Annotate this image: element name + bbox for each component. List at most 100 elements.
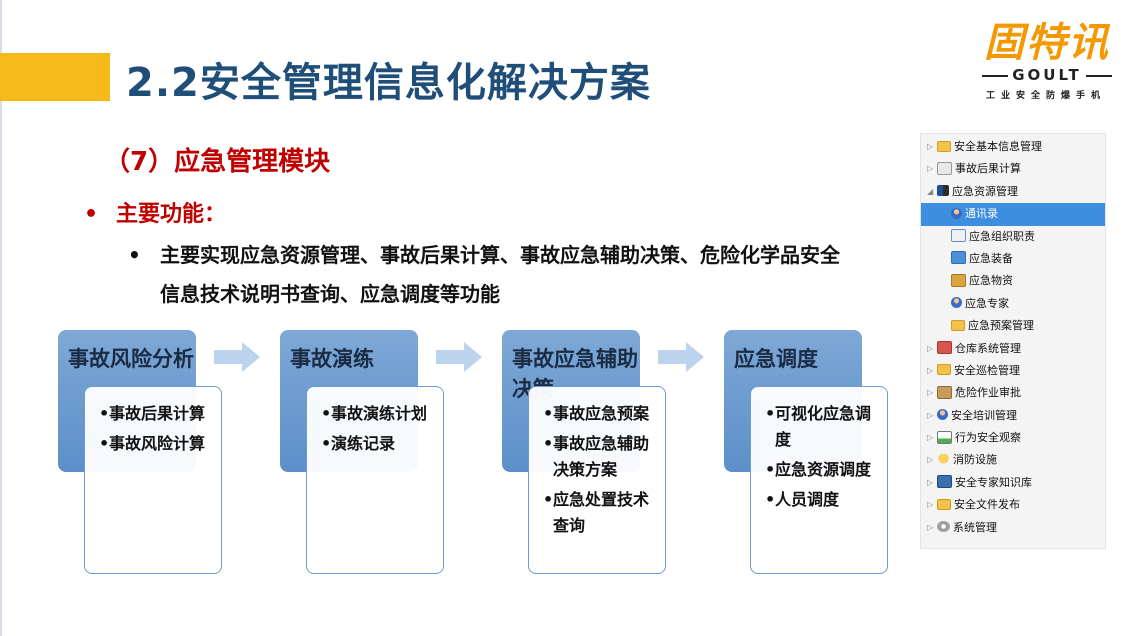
- bulb-icon: [937, 453, 950, 465]
- tree-item-label: 应急专家: [965, 296, 1009, 310]
- clipboard-icon: [937, 385, 952, 399]
- tree-item-label: 安全培训管理: [951, 408, 1017, 422]
- stage-item: 可视化应急调度: [765, 401, 879, 453]
- kit-icon: [951, 251, 966, 265]
- chart-icon: [937, 430, 952, 444]
- person-icon: [951, 207, 962, 219]
- tree-item-supplies[interactable]: 应急物资: [921, 270, 1105, 292]
- expand-arrow-icon[interactable]: ▷: [927, 365, 934, 375]
- tree-item-label: 应急预案管理: [968, 319, 1034, 333]
- tree-item-contacts[interactable]: 通讯录: [921, 203, 1105, 226]
- tree-item-label: 安全专家知识库: [955, 475, 1032, 489]
- title-accent-bar: [0, 53, 110, 101]
- page-title: 2.2安全管理信息化解决方案: [126, 60, 651, 106]
- tree-item-emergency-resources[interactable]: ◢ 应急资源管理: [921, 181, 1105, 203]
- person-icon: [937, 409, 948, 421]
- function-description: • 主要实现应急资源管理、事故后果计算、事故应急辅助决策、危险化学品安全信息技术…: [128, 236, 848, 314]
- tree-item-label: 消防设施: [953, 453, 997, 467]
- logo-tagline: 工业安全防爆手机: [986, 91, 1107, 101]
- flow-arrow-icon: [436, 342, 482, 372]
- stage-item: 应急资源调度: [765, 457, 879, 483]
- stage-card: 可视化应急调度 应急资源调度 人员调度: [750, 386, 888, 574]
- stage-item: 应急处置技术查询: [543, 487, 657, 539]
- tree-item-label: 应急物资: [969, 274, 1013, 288]
- stage-item: 事故风险计算: [99, 431, 213, 457]
- grid-icon: [937, 185, 949, 197]
- bullet-marker: •: [128, 243, 141, 267]
- folder-icon: [951, 319, 965, 331]
- tree-item-training[interactable]: ▷ 安全培训管理: [921, 405, 1105, 427]
- stage-item: 演练记录: [321, 431, 435, 457]
- tree-item-plans[interactable]: 应急预案管理: [921, 315, 1105, 337]
- tree-item-hazard-approval[interactable]: ▷ 危险作业审批: [921, 382, 1105, 404]
- expand-arrow-icon[interactable]: ▷: [927, 343, 934, 353]
- tree-item-label: 安全文件发布: [954, 498, 1020, 512]
- stage-title: 事故风险分析: [68, 347, 194, 371]
- logo-brand: GOULT: [972, 66, 1122, 84]
- tree-item-org-duties[interactable]: 应急组织职责: [921, 226, 1105, 248]
- nav-tree: ▷ 安全基本信息管理 ▷ 事故后果计算 ◢ 应急资源管理 通讯录 应急组织职责 应急装…: [920, 133, 1106, 549]
- function-description-text: 主要实现应急资源管理、事故后果计算、事故应急辅助决策、危险化学品安全信息技术说明…: [160, 243, 840, 306]
- tree-item-label: 行为安全观察: [955, 431, 1021, 445]
- expand-arrow-icon[interactable]: ▷: [927, 142, 934, 151]
- left-edge-rule: [0, 0, 2, 636]
- tree-item-inspection[interactable]: ▷ 安全巡检管理: [921, 360, 1105, 382]
- tree-item-label: 安全巡检管理: [954, 363, 1020, 377]
- tree-item-knowledge-base[interactable]: ▷ 安全专家知识库: [921, 472, 1105, 494]
- expand-arrow-icon[interactable]: ▷: [927, 433, 934, 443]
- flow-arrow-icon: [214, 342, 260, 372]
- tree-item-label: 应急装备: [969, 251, 1013, 265]
- expand-arrow-icon[interactable]: ▷: [927, 477, 934, 487]
- monitor-icon: [937, 475, 952, 489]
- tree-item-fire-facilities[interactable]: ▷ 消防设施: [921, 449, 1105, 471]
- expand-arrow-icon[interactable]: ▷: [927, 410, 934, 420]
- tree-item-label: 安全基本信息管理: [954, 140, 1042, 153]
- stage-card: 事故应急预案 事故应急辅助决策方案 应急处置技术查询: [528, 386, 666, 574]
- stage-item: 事故后果计算: [99, 401, 213, 427]
- tree-item-label: 应急组织职责: [969, 229, 1035, 243]
- folder-icon: [937, 498, 951, 510]
- main-function-heading: • 主要功能：: [84, 196, 226, 228]
- stage-item: 事故应急预案: [543, 401, 657, 427]
- section-title: （7）应急管理模块: [104, 147, 331, 177]
- stage-item: 事故演练计划: [321, 401, 435, 427]
- tree-item-warehouse[interactable]: ▷ 仓库系统管理: [921, 338, 1105, 360]
- gear-icon: [937, 521, 950, 533]
- expand-arrow-icon[interactable]: ▷: [927, 522, 934, 532]
- tree-item-label: 仓库系统管理: [955, 341, 1021, 355]
- folder-icon: [937, 364, 951, 376]
- tree-item-accident-calc[interactable]: ▷ 事故后果计算: [921, 158, 1105, 180]
- folder-icon: [937, 140, 951, 152]
- tree-item-behavior-observation[interactable]: ▷ 行为安全观察: [921, 427, 1105, 449]
- bullet-marker: •: [84, 202, 99, 227]
- box-icon: [951, 273, 966, 287]
- tree-item-system-admin[interactable]: ▷系统管理: [921, 517, 1105, 539]
- company-logo: 固特讯 GOULT 工业安全防爆手机: [972, 10, 1144, 101]
- stage-item: 事故应急辅助决策方案: [543, 431, 657, 483]
- stage-title: 应急调度: [734, 347, 818, 371]
- stage-card: 事故后果计算 事故风险计算: [84, 386, 222, 574]
- id-card-icon: [951, 229, 966, 243]
- tree-item-file-publish[interactable]: ▷ 安全文件发布: [921, 494, 1105, 516]
- expand-arrow-icon[interactable]: ▷: [927, 164, 934, 174]
- tree-item-label: 事故后果计算: [955, 162, 1021, 176]
- calculator-icon: [937, 161, 952, 175]
- main-function-label: 主要功能：: [116, 202, 227, 227]
- logo-wordmark: 固特讯: [984, 20, 1110, 66]
- tree-item-equipment[interactable]: 应急装备: [921, 248, 1105, 270]
- person-icon: [951, 297, 962, 309]
- expand-arrow-icon[interactable]: ▷: [927, 455, 934, 465]
- tree-item-label: 通讯录: [965, 207, 998, 221]
- flow-arrow-icon: [658, 342, 704, 372]
- expand-arrow-icon[interactable]: ▷: [927, 500, 934, 510]
- house-icon: [937, 341, 952, 355]
- tree-item-experts[interactable]: 应急专家: [921, 293, 1105, 315]
- expand-arrow-icon[interactable]: ▷: [927, 388, 934, 398]
- tree-item-label: 危险作业审批: [955, 386, 1021, 400]
- tree-item-label: 应急资源管理: [952, 184, 1018, 198]
- stage-card: 事故演练计划 演练记录: [306, 386, 444, 574]
- stage-item: 人员调度: [765, 487, 879, 513]
- stage-title: 事故演练: [290, 347, 374, 371]
- tree-item-basic-info[interactable]: ▷ 安全基本信息管理: [921, 136, 1105, 158]
- collapse-arrow-icon[interactable]: ◢: [927, 186, 934, 196]
